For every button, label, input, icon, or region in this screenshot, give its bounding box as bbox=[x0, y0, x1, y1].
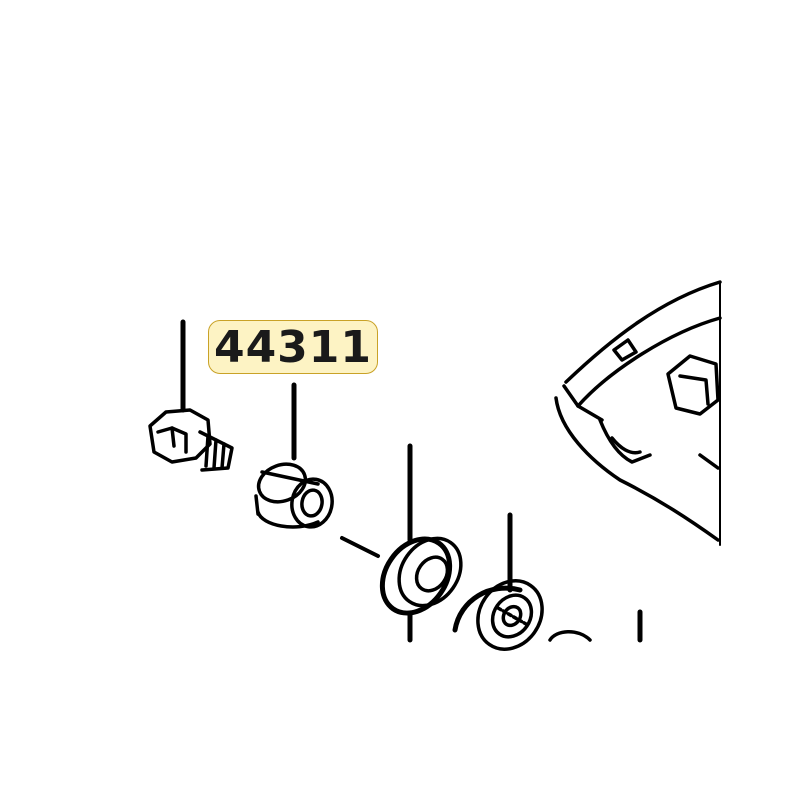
part-number-callout[interactable]: 44311 bbox=[208, 320, 378, 374]
flange-bolt-part bbox=[148, 408, 234, 472]
housing-bracket-part bbox=[554, 280, 722, 546]
assembly-axis-line bbox=[340, 536, 380, 558]
seal-part bbox=[379, 536, 463, 616]
bushing-part bbox=[254, 462, 334, 529]
bearing-part bbox=[452, 579, 592, 651]
part-number-label: 44311 bbox=[213, 321, 373, 373]
leader-lines bbox=[180, 319, 643, 643]
